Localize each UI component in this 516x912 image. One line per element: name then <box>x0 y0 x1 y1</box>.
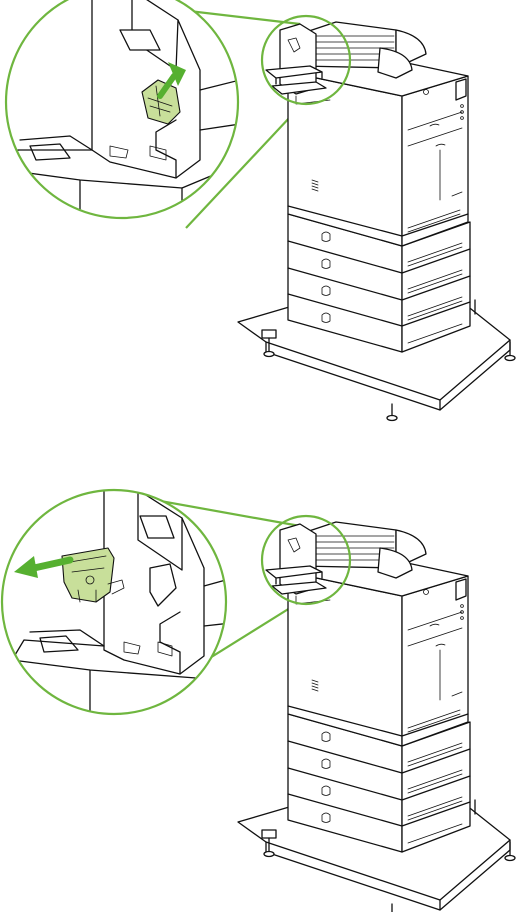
printer-icon <box>238 22 515 421</box>
zoom-callout-icon <box>2 490 240 716</box>
panel-remove-staple-cartridge <box>0 456 516 912</box>
panel-insert-staple-cartridge <box>0 0 516 456</box>
remove-figure-svg <box>0 456 516 912</box>
printer-icon <box>238 522 515 912</box>
zoom-callout-icon <box>6 0 240 224</box>
insert-figure-svg <box>0 0 516 456</box>
